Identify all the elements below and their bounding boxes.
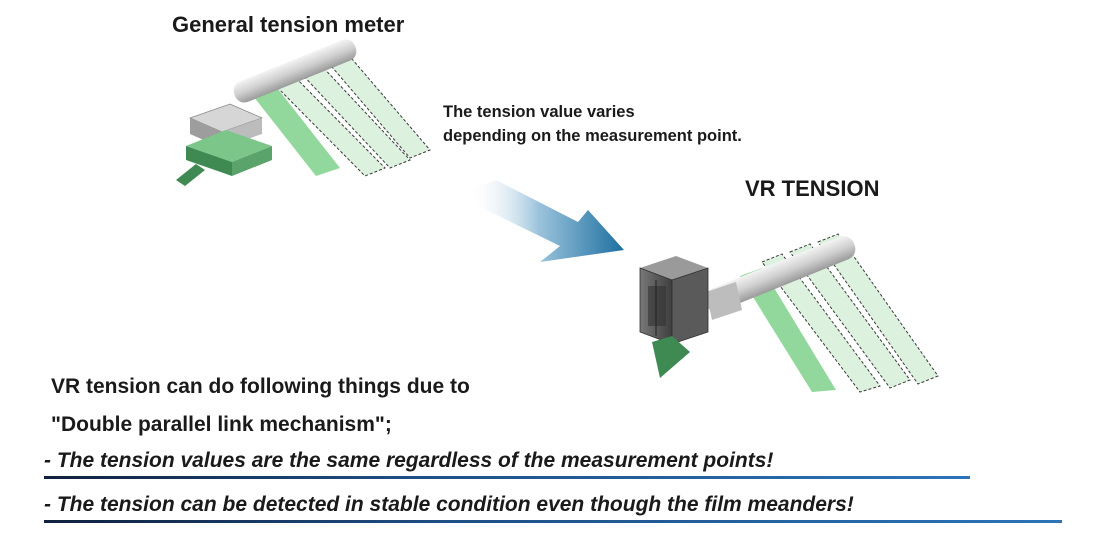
summary-line-2: "Double parallel link mechanism"; — [51, 413, 392, 436]
general-tension-meter-icon — [176, 39, 431, 186]
bullet-stable-detection: - The tension can be detected in stable … — [44, 493, 854, 516]
bullet-1-underline — [44, 476, 970, 479]
bullet-same-values: - The tension values are the same regard… — [44, 449, 774, 472]
summary-text: VR tension can do following things due t… — [51, 368, 470, 444]
measurement-note: The tension value varies depending on th… — [443, 100, 742, 148]
gradient-arrow-icon — [468, 180, 624, 262]
vr-tension-sensor-icon — [639, 233, 939, 393]
bullet-2-underline — [44, 520, 1062, 523]
measurement-note-line-1: The tension value varies — [443, 103, 635, 121]
vr-tension-title: VR TENSION — [745, 176, 880, 201]
summary-line-1: VR tension can do following things due t… — [51, 375, 470, 398]
general-tension-meter-title: General tension meter — [172, 12, 405, 37]
measurement-note-line-2: depending on the measurement point. — [443, 127, 742, 145]
